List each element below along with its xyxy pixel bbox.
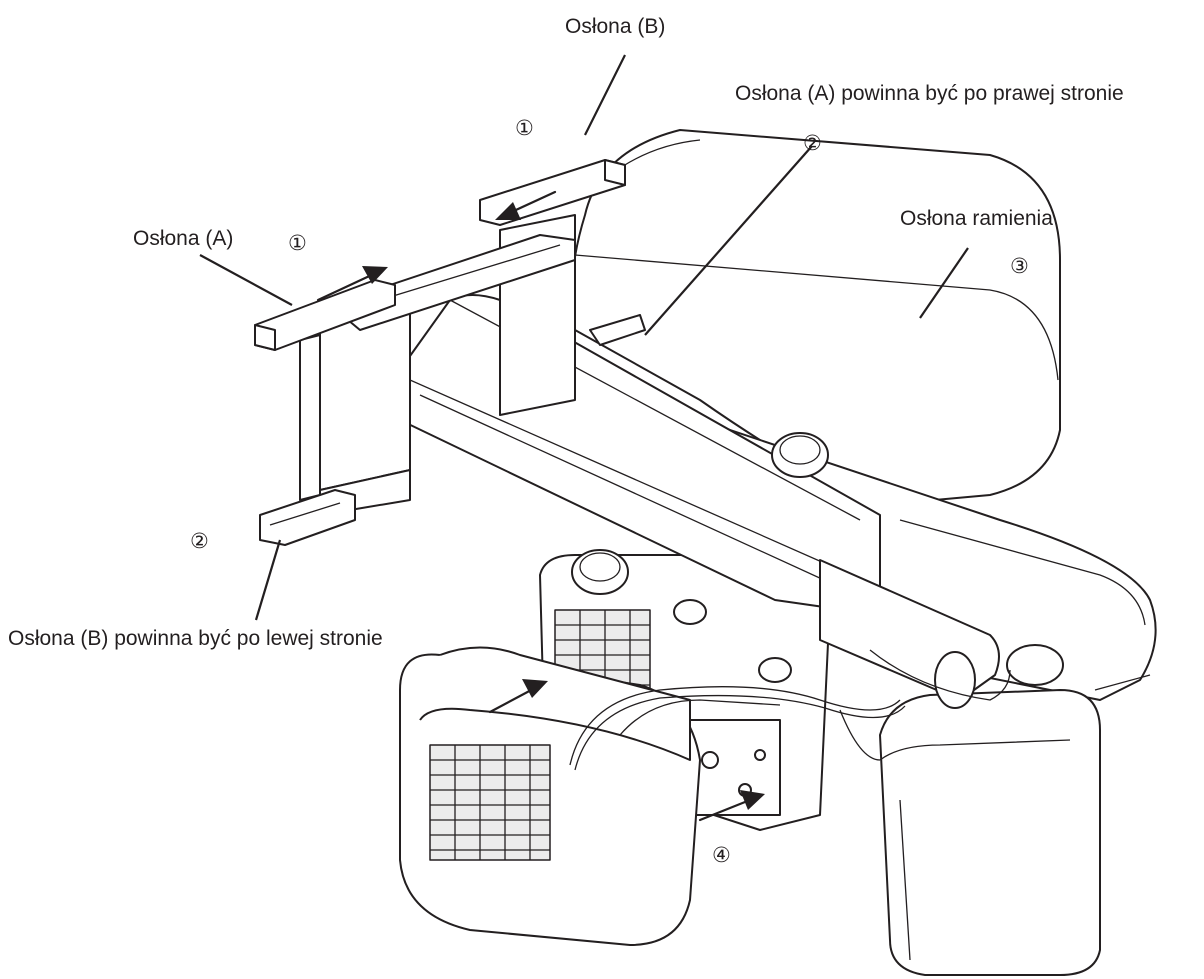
attach-arrow-cable xyxy=(698,790,765,822)
slide-arrow-b xyxy=(495,190,557,220)
leader-lines xyxy=(199,54,969,621)
cables xyxy=(569,686,906,771)
label-cover-a: Osłona (A) xyxy=(133,227,233,250)
callout-step2-right: ② xyxy=(803,131,822,155)
projector-body xyxy=(539,554,831,831)
front-cover-vent xyxy=(429,744,551,861)
attach-arrow-cover xyxy=(488,679,548,714)
callout-step4: ④ xyxy=(712,843,731,867)
label-arm-cover: Osłona ramienia xyxy=(900,207,1053,230)
cover-a xyxy=(254,279,646,351)
label-cover-a-right: Osłona (A) powinna być po prawej stronie xyxy=(735,82,1124,105)
callout-step1-b: ① xyxy=(515,116,534,140)
label-cover-b-left: Osłona (B) powinna być po lewej stronie xyxy=(8,627,383,650)
front-cover xyxy=(399,646,701,946)
callout-step3: ③ xyxy=(1010,254,1029,278)
slide-arrow-a xyxy=(316,266,388,302)
label-cover-b-top: Osłona (B) xyxy=(565,15,665,38)
wall-plate xyxy=(879,689,1101,976)
callout-step2-left: ② xyxy=(190,529,209,553)
callout-step1-a: ① xyxy=(288,231,307,255)
